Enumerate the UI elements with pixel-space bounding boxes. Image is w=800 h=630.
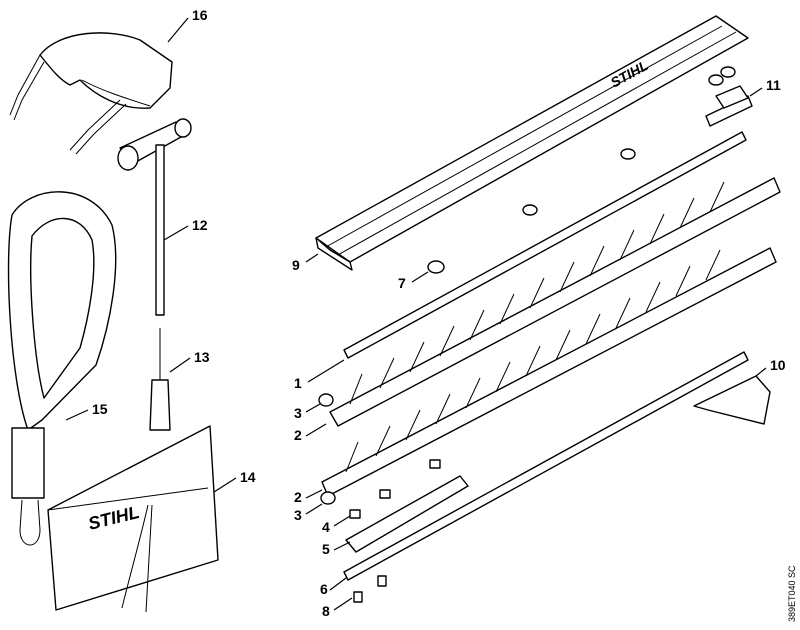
callout-8: 8 xyxy=(322,603,330,619)
callout-9: 9 xyxy=(292,257,300,273)
callout-6: 6 xyxy=(320,581,328,597)
callout-2a: 2 xyxy=(294,427,302,443)
screws xyxy=(353,575,387,603)
guard-10 xyxy=(693,375,771,425)
clamping-strip xyxy=(343,131,747,359)
callout-15: 15 xyxy=(92,401,108,417)
upper-blade xyxy=(329,177,781,427)
callout-10: 10 xyxy=(770,357,786,373)
callout-13: 13 xyxy=(194,349,210,365)
callout-2b: 2 xyxy=(294,489,302,505)
shoulder-harness xyxy=(7,191,117,546)
callout-3b: 3 xyxy=(294,507,302,523)
callout-11: 11 xyxy=(766,77,781,93)
callout-3a: 3 xyxy=(294,405,302,421)
callout-14: 14 xyxy=(240,469,256,485)
lower-blade xyxy=(321,247,777,497)
callout-1: 1 xyxy=(294,375,302,391)
callout-16: 16 xyxy=(192,7,208,23)
nut-7 xyxy=(427,260,445,274)
screwdriver xyxy=(149,328,171,431)
combination-wrench xyxy=(117,118,192,316)
bracket-11 xyxy=(705,66,753,127)
lower-strip xyxy=(343,351,749,581)
sliding-piece xyxy=(349,459,441,519)
bushing-lower xyxy=(320,491,336,505)
bushing-upper xyxy=(318,393,334,407)
tool-bag: STIHL xyxy=(47,425,219,613)
callout-12: 12 xyxy=(192,217,208,233)
spring-plate xyxy=(345,475,469,553)
callout-5: 5 xyxy=(322,541,330,557)
safety-glasses xyxy=(9,32,173,155)
callout-4: 4 xyxy=(322,519,330,535)
drawing-code: 389ET040 SC xyxy=(787,565,797,622)
callout-7: 7 xyxy=(398,275,406,291)
